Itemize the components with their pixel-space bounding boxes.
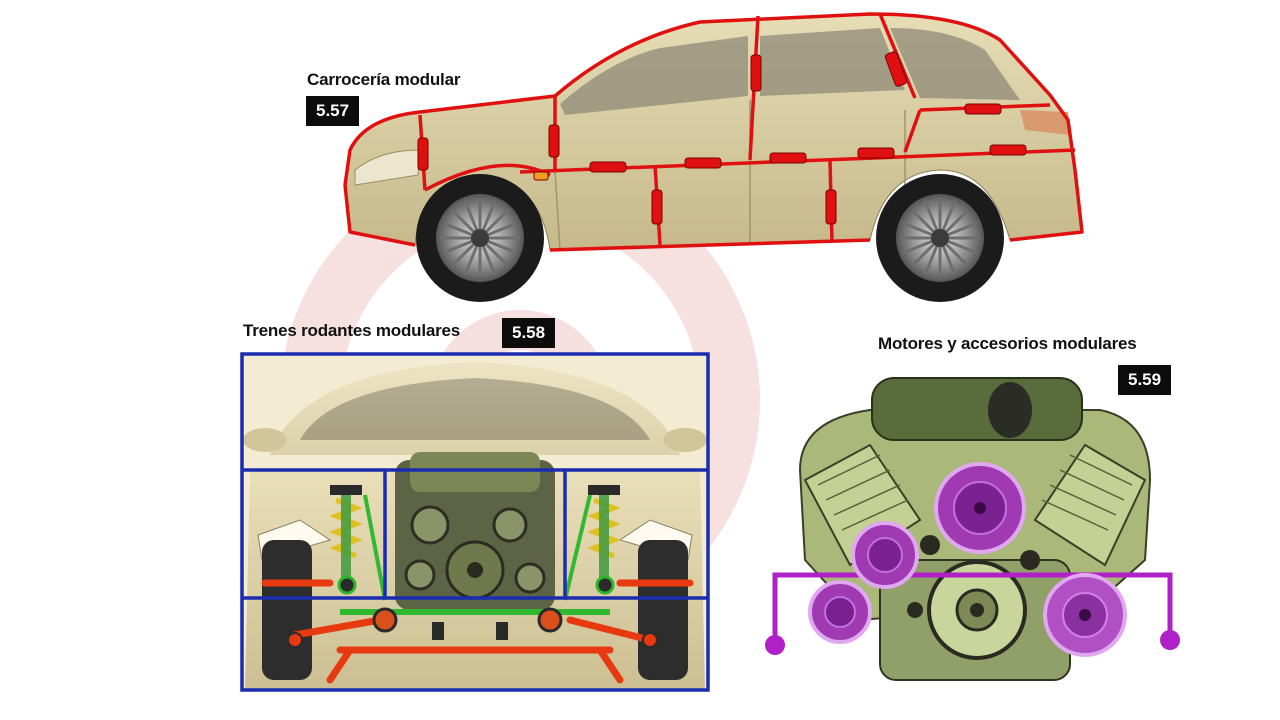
car-wheel-front bbox=[416, 174, 544, 302]
car-window-quarter bbox=[890, 28, 1020, 100]
accessory-bracket bbox=[772, 572, 1173, 640]
control-arms bbox=[261, 579, 694, 684]
body-module-connectors bbox=[417, 51, 1027, 225]
body-section-badge: 5.57 bbox=[306, 96, 360, 126]
car-wheel-rear bbox=[876, 174, 1004, 302]
accessory-pulleys bbox=[808, 462, 1127, 657]
engines-section-title: Motores y accesorios modulares bbox=[878, 334, 1137, 353]
car-front-view bbox=[240, 352, 710, 692]
running-gear-section-title: Trenes rodantes modulares bbox=[243, 321, 461, 340]
running-gear-section-badge: 5.58 bbox=[502, 318, 556, 348]
stabilizer-bar bbox=[287, 607, 658, 648]
car-window-front bbox=[560, 36, 748, 115]
front-engine-block bbox=[395, 452, 555, 610]
engine-accessories-view bbox=[765, 377, 1180, 681]
suspension-left bbox=[329, 485, 363, 595]
engines-section-badge: 5.59 bbox=[1118, 365, 1172, 395]
running-gear-module-grid bbox=[240, 352, 710, 692]
suspension-right bbox=[587, 485, 621, 595]
body-section-title: Carrocería modular bbox=[307, 70, 461, 89]
car-window-rear-door bbox=[760, 28, 905, 96]
car-side-view bbox=[343, 12, 1084, 302]
